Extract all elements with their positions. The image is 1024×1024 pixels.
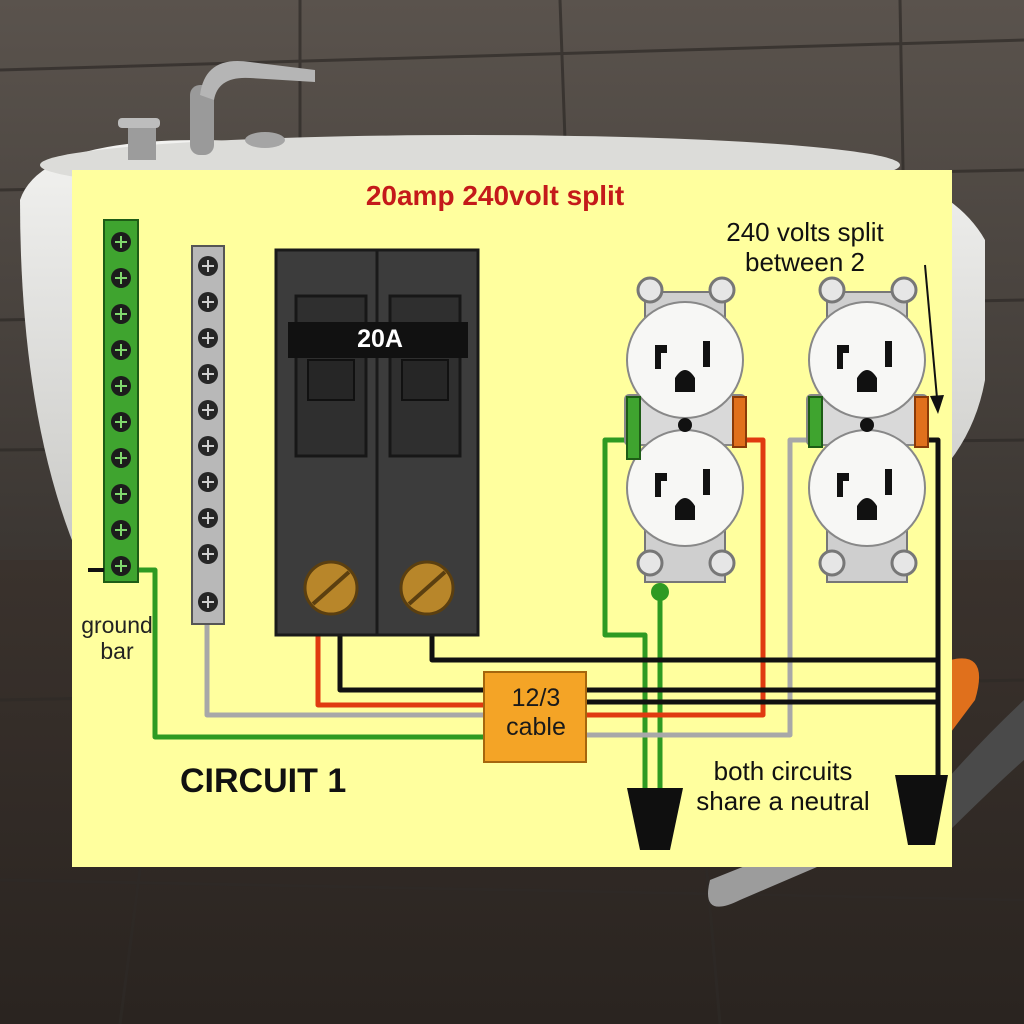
wiring — [138, 437, 941, 790]
faucet-icon — [118, 60, 315, 160]
neutral-bar-icon — [191, 245, 225, 625]
breaker-rating-label: 20A — [357, 325, 403, 353]
black-hot-to-receptacle-2 — [585, 437, 941, 693]
red-hot-wire — [315, 635, 490, 708]
neutral-wire-receptacles — [585, 437, 812, 738]
ground-wire-panel — [138, 567, 490, 740]
black-hot-wire-1 — [337, 635, 490, 693]
red-hot-to-receptacle-1 — [585, 437, 766, 718]
ground-wire-receptacle-1 — [602, 437, 648, 790]
wire-nut-icon — [895, 775, 948, 845]
circuit-label: CIRCUIT 1 — [180, 762, 347, 800]
duplex-receptacle-icon — [624, 276, 747, 583]
arrow-icon — [924, 264, 944, 414]
cable-box — [483, 671, 587, 763]
wire-nut-icon — [627, 788, 683, 850]
cable-label: 12/3 cable — [506, 684, 566, 741]
split-voltage-note: 240 volts split between 2 — [726, 217, 884, 277]
breaker-screw — [303, 560, 359, 616]
ground-bar-icon — [88, 219, 139, 583]
neutral-wire-panel — [204, 625, 490, 718]
duplex-receptacle-icon — [806, 276, 929, 583]
ground-splice-point — [651, 583, 669, 601]
black-hot-wire-2 — [429, 635, 938, 663]
shared-neutral-note: both circuits share a neutral — [696, 756, 870, 816]
breaker-screw — [399, 560, 455, 616]
ground-bar-label: ground bar — [81, 612, 153, 665]
double-pole-breaker-icon — [274, 248, 480, 637]
diagram-title: 20amp 240volt split — [365, 180, 625, 211]
